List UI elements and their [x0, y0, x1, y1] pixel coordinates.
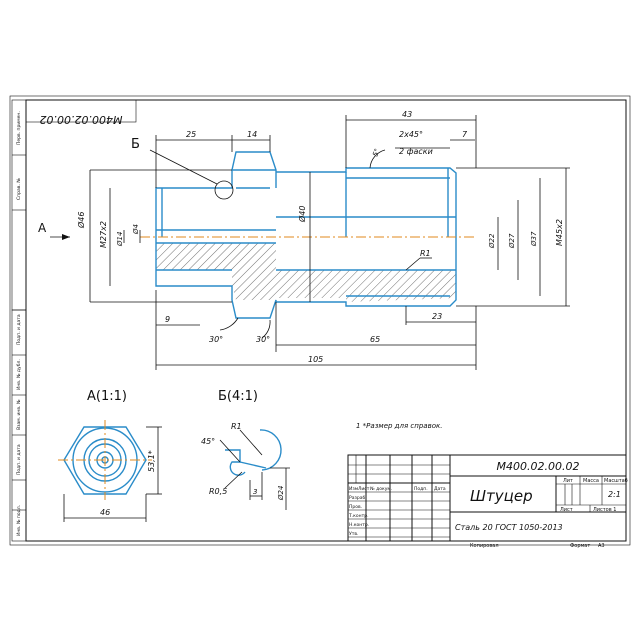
strip-label-1: Справ. №: [16, 178, 22, 200]
dim-14: 14: [247, 130, 257, 139]
left-strip: Перв. примен. Справ. № Подп. и дата Инв.…: [11, 99, 27, 542]
dim-5deg: 5°: [371, 147, 381, 157]
view-a: А(1:1) 53,1* 46: [58, 389, 162, 522]
strip-label-3: Инв. № дубл.: [16, 359, 22, 390]
dim-7: 7: [462, 130, 468, 139]
role-utv: Утв.: [349, 531, 358, 537]
dim-46: 46: [100, 508, 110, 517]
outer-frame: [9, 95, 631, 546]
mass-header: Масса: [583, 478, 599, 484]
detail-45deg: 45°: [201, 437, 215, 446]
dim-105: 105: [308, 355, 323, 364]
row-label-izm: Изм: [349, 486, 358, 492]
dim-53: 53,1*: [147, 450, 156, 472]
row-label-podp: Подп.: [414, 486, 428, 492]
title-block: Изм Лист № докум. Подп. Дата Разраб. Про…: [347, 454, 628, 549]
strip-label-4: Взам. инв. №: [16, 399, 22, 430]
dim-30b: 30°: [256, 335, 270, 344]
dim-phi46: Ø46: [76, 212, 86, 229]
scale-header: Масштаб: [604, 478, 628, 484]
row-label-list: Лист: [358, 486, 370, 492]
role-nkontr: Н.контр.: [349, 522, 369, 528]
dim-m45: М45х2: [555, 219, 564, 246]
drawing-number: М400.02.00.02: [497, 460, 580, 473]
detail-leader: [149, 149, 218, 185]
lit-header: Лит: [563, 478, 573, 484]
dim-23: 23: [432, 312, 442, 321]
detail-profile: [225, 449, 246, 476]
main-view: А Б 25 14: [38, 110, 570, 370]
dim-25: 25: [186, 130, 196, 139]
format-value: А3: [598, 543, 605, 549]
detail-marker: Б: [131, 137, 140, 152]
rotated-drawing-number: М400.02.00.02: [40, 113, 123, 126]
sheet-label: Лист: [560, 507, 573, 513]
dim-phi4: Ø4: [132, 224, 140, 235]
sheets-label: Листов 1: [593, 507, 616, 513]
role-razrab: Разраб.: [349, 495, 367, 501]
dim-phi14: Ø14: [116, 232, 124, 247]
role-tkontr: Т.контр.: [348, 513, 369, 519]
view-arrow-head: [62, 234, 70, 240]
detail-circle: [214, 180, 234, 200]
rotated-number-box: [25, 99, 137, 123]
view-b-title: Б(4:1): [218, 389, 258, 404]
strip-label-2: Подп. и дата: [16, 314, 22, 345]
part-outline-top: [155, 151, 457, 237]
row-label-doc: № докум.: [370, 486, 392, 492]
detail-3: 3: [253, 488, 257, 496]
dim-phi22: Ø22: [488, 233, 496, 249]
strip-label-0: Перв. примен.: [16, 111, 22, 145]
dim-r1: R1: [420, 249, 431, 258]
dim-9: 9: [165, 315, 170, 324]
dim-43: 43: [402, 110, 412, 119]
copied-label: Копировал: [470, 543, 499, 549]
material: Сталь 20 ГОСТ 1050-2013: [455, 523, 563, 532]
dim-m27: М27х2: [99, 221, 108, 248]
dim-2x45: 2х45°: [399, 130, 423, 139]
dim-phi27: Ø27: [508, 233, 516, 249]
dim-30a: 30°: [209, 335, 223, 344]
note: 1 *Размер для справок.: [356, 422, 442, 430]
role-prov: Пров.: [349, 504, 362, 510]
detail-r1: R1: [231, 422, 242, 431]
section-hatch-left: [156, 243, 276, 300]
dim-2-faski: 2 фаски: [399, 147, 433, 156]
view-b: Б(4:1) 45° R1 R0,5 3 Ø24: [201, 389, 290, 510]
part-title: Штуцер: [470, 487, 533, 505]
detail-phi24: Ø24: [277, 486, 285, 501]
dim-phi37: Ø37: [530, 231, 538, 247]
r1-leader: [405, 257, 421, 271]
view-a-arrow-label: А: [38, 221, 47, 235]
drawing-frame: [25, 99, 627, 542]
part-outline-bottom: [155, 237, 457, 319]
section-hatch-right: [276, 270, 456, 302]
view-a-title: А(1:1): [87, 389, 127, 404]
detail-arc: [259, 429, 282, 471]
detail-r05: R0,5: [209, 487, 227, 496]
scale-value: 2:1: [608, 490, 621, 499]
format-label: Формат: [570, 543, 590, 549]
strip-label-5: Подп. и дата: [16, 444, 22, 475]
dim-phi40: Ø40: [297, 206, 307, 223]
row-label-data: Дата: [434, 486, 446, 492]
dim-65: 65: [370, 335, 380, 344]
strip-label-6: Инв. № подл.: [16, 505, 22, 536]
